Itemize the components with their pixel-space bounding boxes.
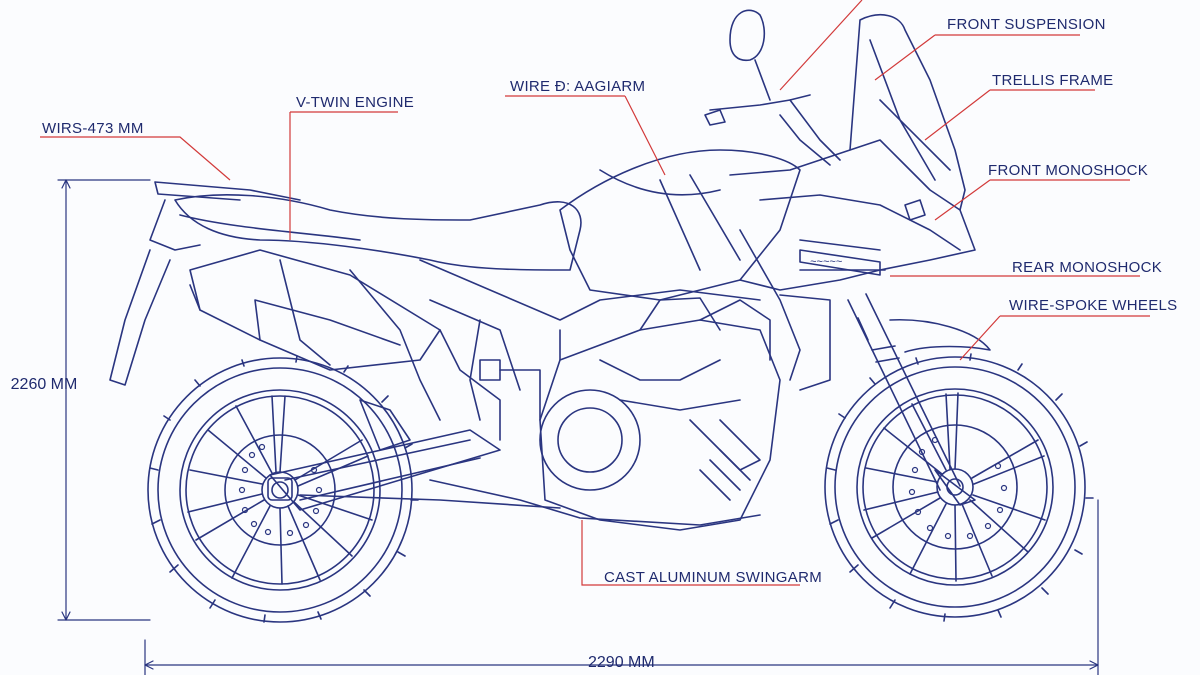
dimension-lines xyxy=(57,179,1099,675)
swingarm xyxy=(267,429,501,511)
dimension-height: 2260 MM xyxy=(10,376,78,393)
label-front-suspension: FRONT SUSPENSION xyxy=(947,16,1106,33)
leader-lines xyxy=(40,0,1150,586)
label-front-monoshock: FRONT MONOSHOCK xyxy=(988,162,1149,179)
engine xyxy=(429,297,781,531)
dimension-length: 2290 MM xyxy=(588,654,655,671)
svg-text:~~~~~: ~~~~~ xyxy=(810,256,843,268)
label-wire-arm: WIRE Đ: AAGIARM xyxy=(510,78,646,95)
label-v-twin-engine: V-TWIN ENGINE xyxy=(296,94,415,111)
label-rear-monoshock: REAR MONOSHOCK xyxy=(1012,259,1163,276)
front-fork xyxy=(847,293,991,506)
label-wire-spoke-wheels: WIRE-SPOKE WHEELS xyxy=(1009,297,1178,314)
front-wheel xyxy=(824,353,1094,622)
rear-wheel xyxy=(147,355,419,623)
label-cast-swingarm: CAST ALUMINUM SWINGARM xyxy=(604,569,823,586)
label-wirs-mm: WIRS-473 MM xyxy=(42,120,144,137)
label-trellis-frame: TRELLIS FRAME xyxy=(992,72,1114,89)
body: ~~~~~ xyxy=(109,9,976,509)
